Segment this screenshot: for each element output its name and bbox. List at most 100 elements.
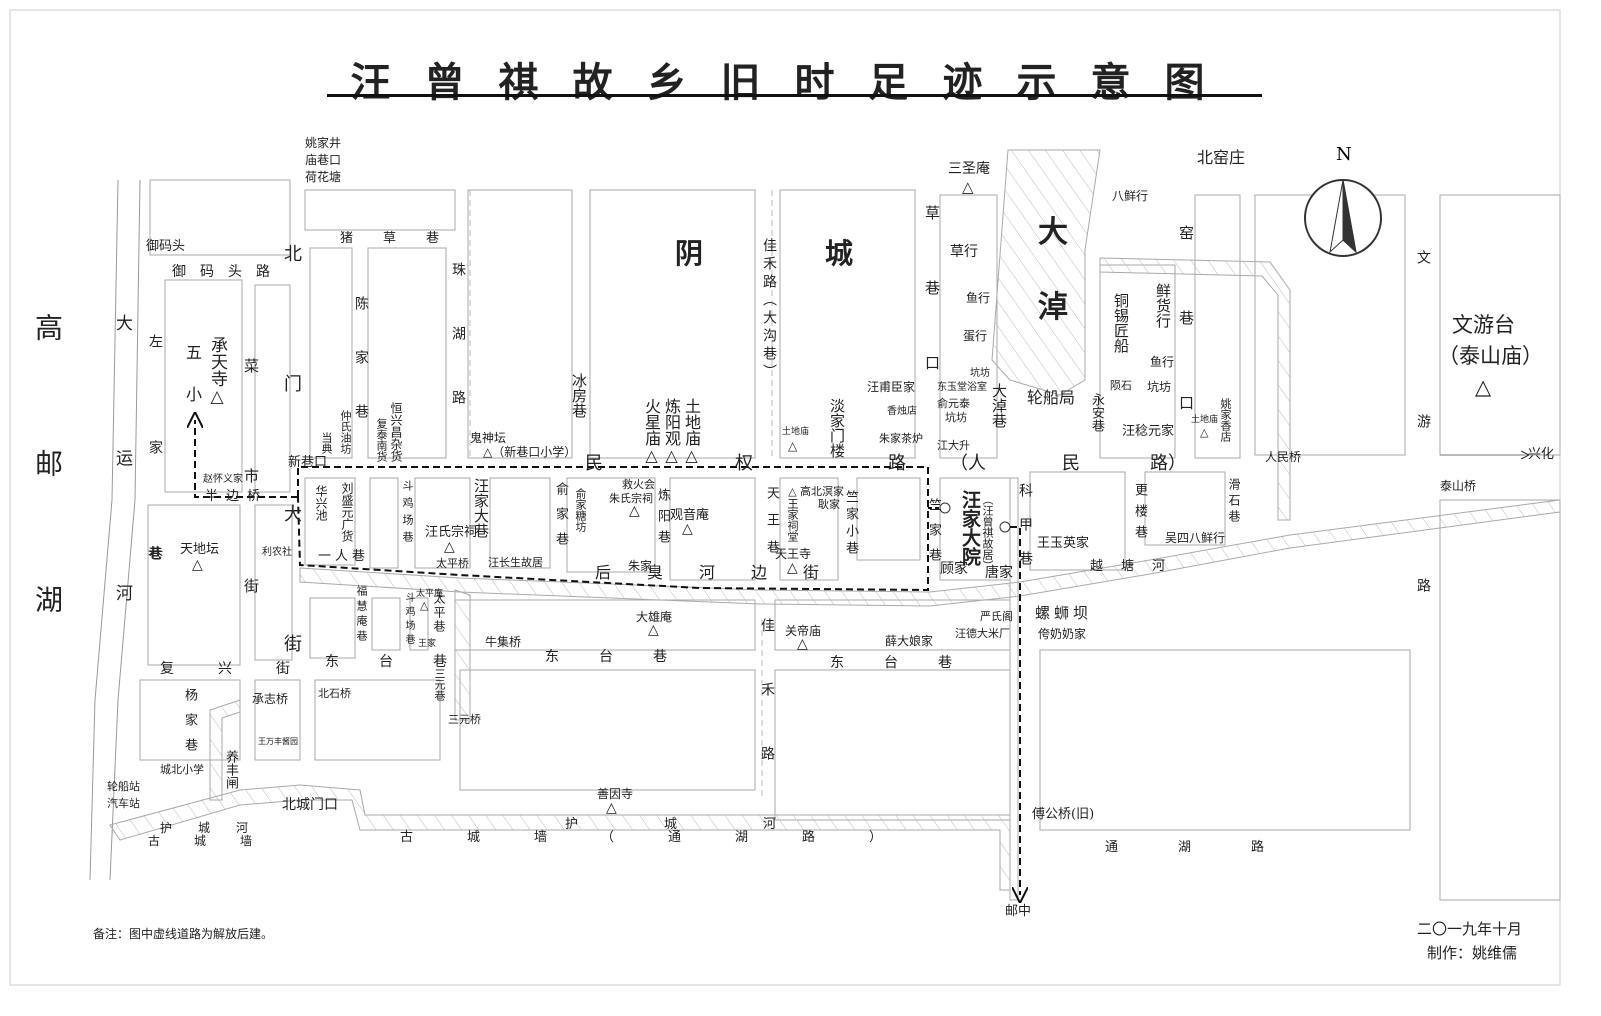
label-huaxingchi: 华兴池	[314, 485, 328, 521]
label-dayunhe: 大运河	[112, 314, 132, 719]
label-guishentan: 鬼神坛	[470, 431, 507, 445]
label-tonghulu: 通湖路	[1105, 840, 1325, 855]
city-block	[856, 477, 921, 561]
river	[109, 784, 1011, 891]
label-banbianqiao: 半边桥	[205, 489, 269, 504]
city-block	[139, 679, 241, 761]
label-huashixiang: 滑石巷	[1227, 478, 1241, 526]
label-chengbeixiaoxue: 城北小学	[160, 763, 204, 776]
city-block	[467, 189, 573, 459]
label-caohang: 草行	[950, 244, 978, 260]
label-yaojiaxiangdian: 姚家香店	[1219, 398, 1232, 442]
city-block	[164, 279, 243, 493]
landmark-triangle-icon: △	[420, 599, 429, 612]
label-hengxingchang: 恒兴昌杂货	[389, 402, 403, 462]
city-block	[669, 477, 756, 581]
label-yirenxiang: 一人巷	[318, 549, 370, 564]
label-xinxiangkouxiaoxue: △（新巷口小学）	[483, 445, 577, 459]
city-block	[779, 189, 916, 459]
label-yunshi: 陨石	[1110, 379, 1132, 392]
label-beichengmenkou: 北城门口	[282, 797, 338, 813]
label-jiangdasheng: 江大升	[937, 439, 970, 452]
label-taishanqiao: 泰山桥	[1440, 479, 1477, 493]
label-futainanhuo: 复泰南货	[375, 418, 388, 462]
canal-bank-east	[109, 179, 141, 881]
label-jiahelu-north: 佳禾路（大沟巷）	[761, 238, 777, 382]
label-fuhuianxiang: 福慧庵巷	[355, 585, 368, 645]
label-doujichangxiang-s: 斗鸡场巷	[403, 592, 414, 648]
city-block	[1099, 264, 1176, 459]
label-shanyinsi: 善因寺	[597, 787, 634, 801]
city-block	[1039, 649, 1411, 831]
city-block	[309, 597, 356, 659]
city-block	[254, 679, 301, 761]
label-taipingan: 太平庵	[416, 589, 444, 599]
label-tianwangsi: 天王寺	[775, 547, 812, 561]
label-gaoyouhu: 高邮湖	[31, 313, 64, 721]
map-title: 汪曾祺故乡旧时足迹示意图	[350, 60, 1239, 106]
label-lianyangxiang: 炼阳巷	[655, 488, 670, 551]
label-zhuhulu: 珠湖路	[450, 262, 466, 454]
label-genglouxiang: 更楼巷	[1132, 483, 1147, 546]
label-sanyuanxiang: 三元巷	[433, 668, 446, 701]
city-block	[304, 189, 456, 231]
label-zhongshiyoufang: 仲氏油坊	[339, 410, 352, 454]
danao-lake	[991, 149, 1101, 396]
label-fugongqiao: 傅公桥(旧)	[1032, 807, 1095, 822]
label-renminlu-3: 路）	[1150, 453, 1186, 474]
label-yuhang-w: 鱼行	[966, 291, 991, 305]
label-zhujiaxiaoxiang: 竺家小巷	[843, 490, 858, 558]
label-lunchuanzhan: 轮船站	[107, 780, 140, 793]
city-block	[254, 504, 293, 661]
city-block	[149, 179, 291, 256]
label-kengfang-1: 坑坊	[970, 368, 990, 379]
label-renminqiao: 人民桥	[1265, 450, 1302, 464]
label-xuedaniangjia: 薛大娘家	[885, 634, 934, 648]
label-wangwanfeng: 王万丰酱园	[258, 737, 298, 746]
label-lunchuanju: 轮船局	[1027, 388, 1076, 407]
city-block	[367, 247, 447, 459]
label-houchouhebianjie: 后臭河边街	[595, 563, 856, 582]
label-zuojiaxiang: 左家巷	[147, 334, 163, 652]
label-wangzengqiguju: （汪曾祺故居）	[981, 494, 994, 571]
label-taipingxiang: 太平巷	[432, 592, 446, 634]
city-block	[409, 597, 429, 651]
label-chenjiaxiang: 陈家巷	[353, 296, 369, 458]
label-cheng: 城	[825, 237, 854, 270]
label-gengjia: 耿家	[818, 498, 840, 511]
city-block	[566, 477, 656, 573]
label-taishanmiao: （泰山庙）	[1438, 344, 1543, 368]
city-block	[314, 679, 441, 761]
label-sanshengan: 三圣庵	[948, 161, 990, 177]
landmark-triangle-icon: △	[629, 503, 640, 519]
home-marker	[939, 502, 951, 514]
label-caishijie: 菜市街	[242, 358, 260, 688]
landmark-triangle-icon: △	[1200, 426, 1209, 439]
label-kejiaxiang: 科甲巷	[1017, 483, 1033, 585]
label-miaoxiangkou: 庙巷口	[305, 153, 342, 167]
label-zhucaoxiang: 猪草巷	[340, 231, 470, 246]
label-gujia: 顾家	[940, 561, 968, 577]
label-wangchangsheng: 汪长生故居	[488, 556, 543, 569]
route-to-youzhong	[1010, 526, 1020, 895]
city-block	[489, 477, 551, 569]
label-tudimiao-small: 土地庙	[782, 427, 810, 437]
label-kuainainaijia: 侉奶奶家	[1038, 627, 1087, 641]
label-wenyoutai: 文游台	[1452, 313, 1515, 337]
label-wangjiadaxiang: 汪家大巷	[472, 478, 490, 538]
label-jinjiaxiang: 竺家巷	[926, 498, 941, 573]
label-qichezhan: 汽车站	[107, 797, 140, 810]
label-wuxiao: 五小	[183, 344, 202, 428]
city-block	[779, 477, 839, 581]
river	[454, 589, 471, 721]
label-gaobeimingjia: 高北溟家	[800, 485, 844, 498]
city-block	[309, 247, 353, 459]
label-renminlu-1: （人	[950, 453, 986, 474]
label-yumatou: 御码头	[146, 239, 186, 254]
label-yangfengzha: 养丰闸	[223, 750, 238, 789]
label-tudimiao-big: 土地庙△	[682, 398, 701, 465]
city-block	[1194, 194, 1241, 459]
landmark-triangle-icon: △	[787, 560, 798, 576]
city-block	[371, 597, 401, 651]
